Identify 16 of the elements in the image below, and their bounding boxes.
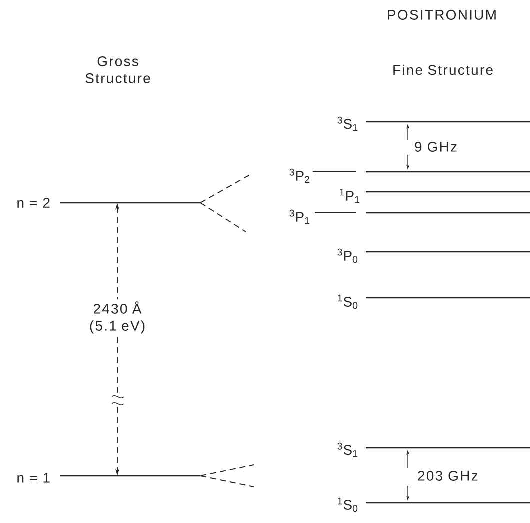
spacing-label: 9 GHz xyxy=(415,142,457,152)
edge-label: 2430 Å (5.1 eV) xyxy=(76,300,160,336)
level-label: $^{3}$P$_{2}$ xyxy=(290,168,310,184)
level-label: $^{3}$P$_{1}$ xyxy=(290,210,310,224)
heading: Fine Structure xyxy=(394,64,493,76)
level-label: $^{3}$P$_{0}$ xyxy=(338,248,358,264)
level-label: $^{1}$P$_{1}$ xyxy=(340,188,360,204)
level-label: n = 1 xyxy=(18,473,50,483)
level-label: $^{3}$S$_{1}$ xyxy=(338,442,358,458)
level-label: $^{1}$S$_{0}$ xyxy=(338,498,358,512)
spacing-label: 203 GHz xyxy=(418,471,478,481)
heading: Gross Structure xyxy=(86,56,150,84)
level-label: n = 2 xyxy=(18,198,50,208)
level-label: $^{3}$S$_{1}$ xyxy=(338,116,358,132)
title: POSITRONIUM xyxy=(388,10,496,20)
level-label: $^{1}$S$_{0}$ xyxy=(338,294,358,310)
